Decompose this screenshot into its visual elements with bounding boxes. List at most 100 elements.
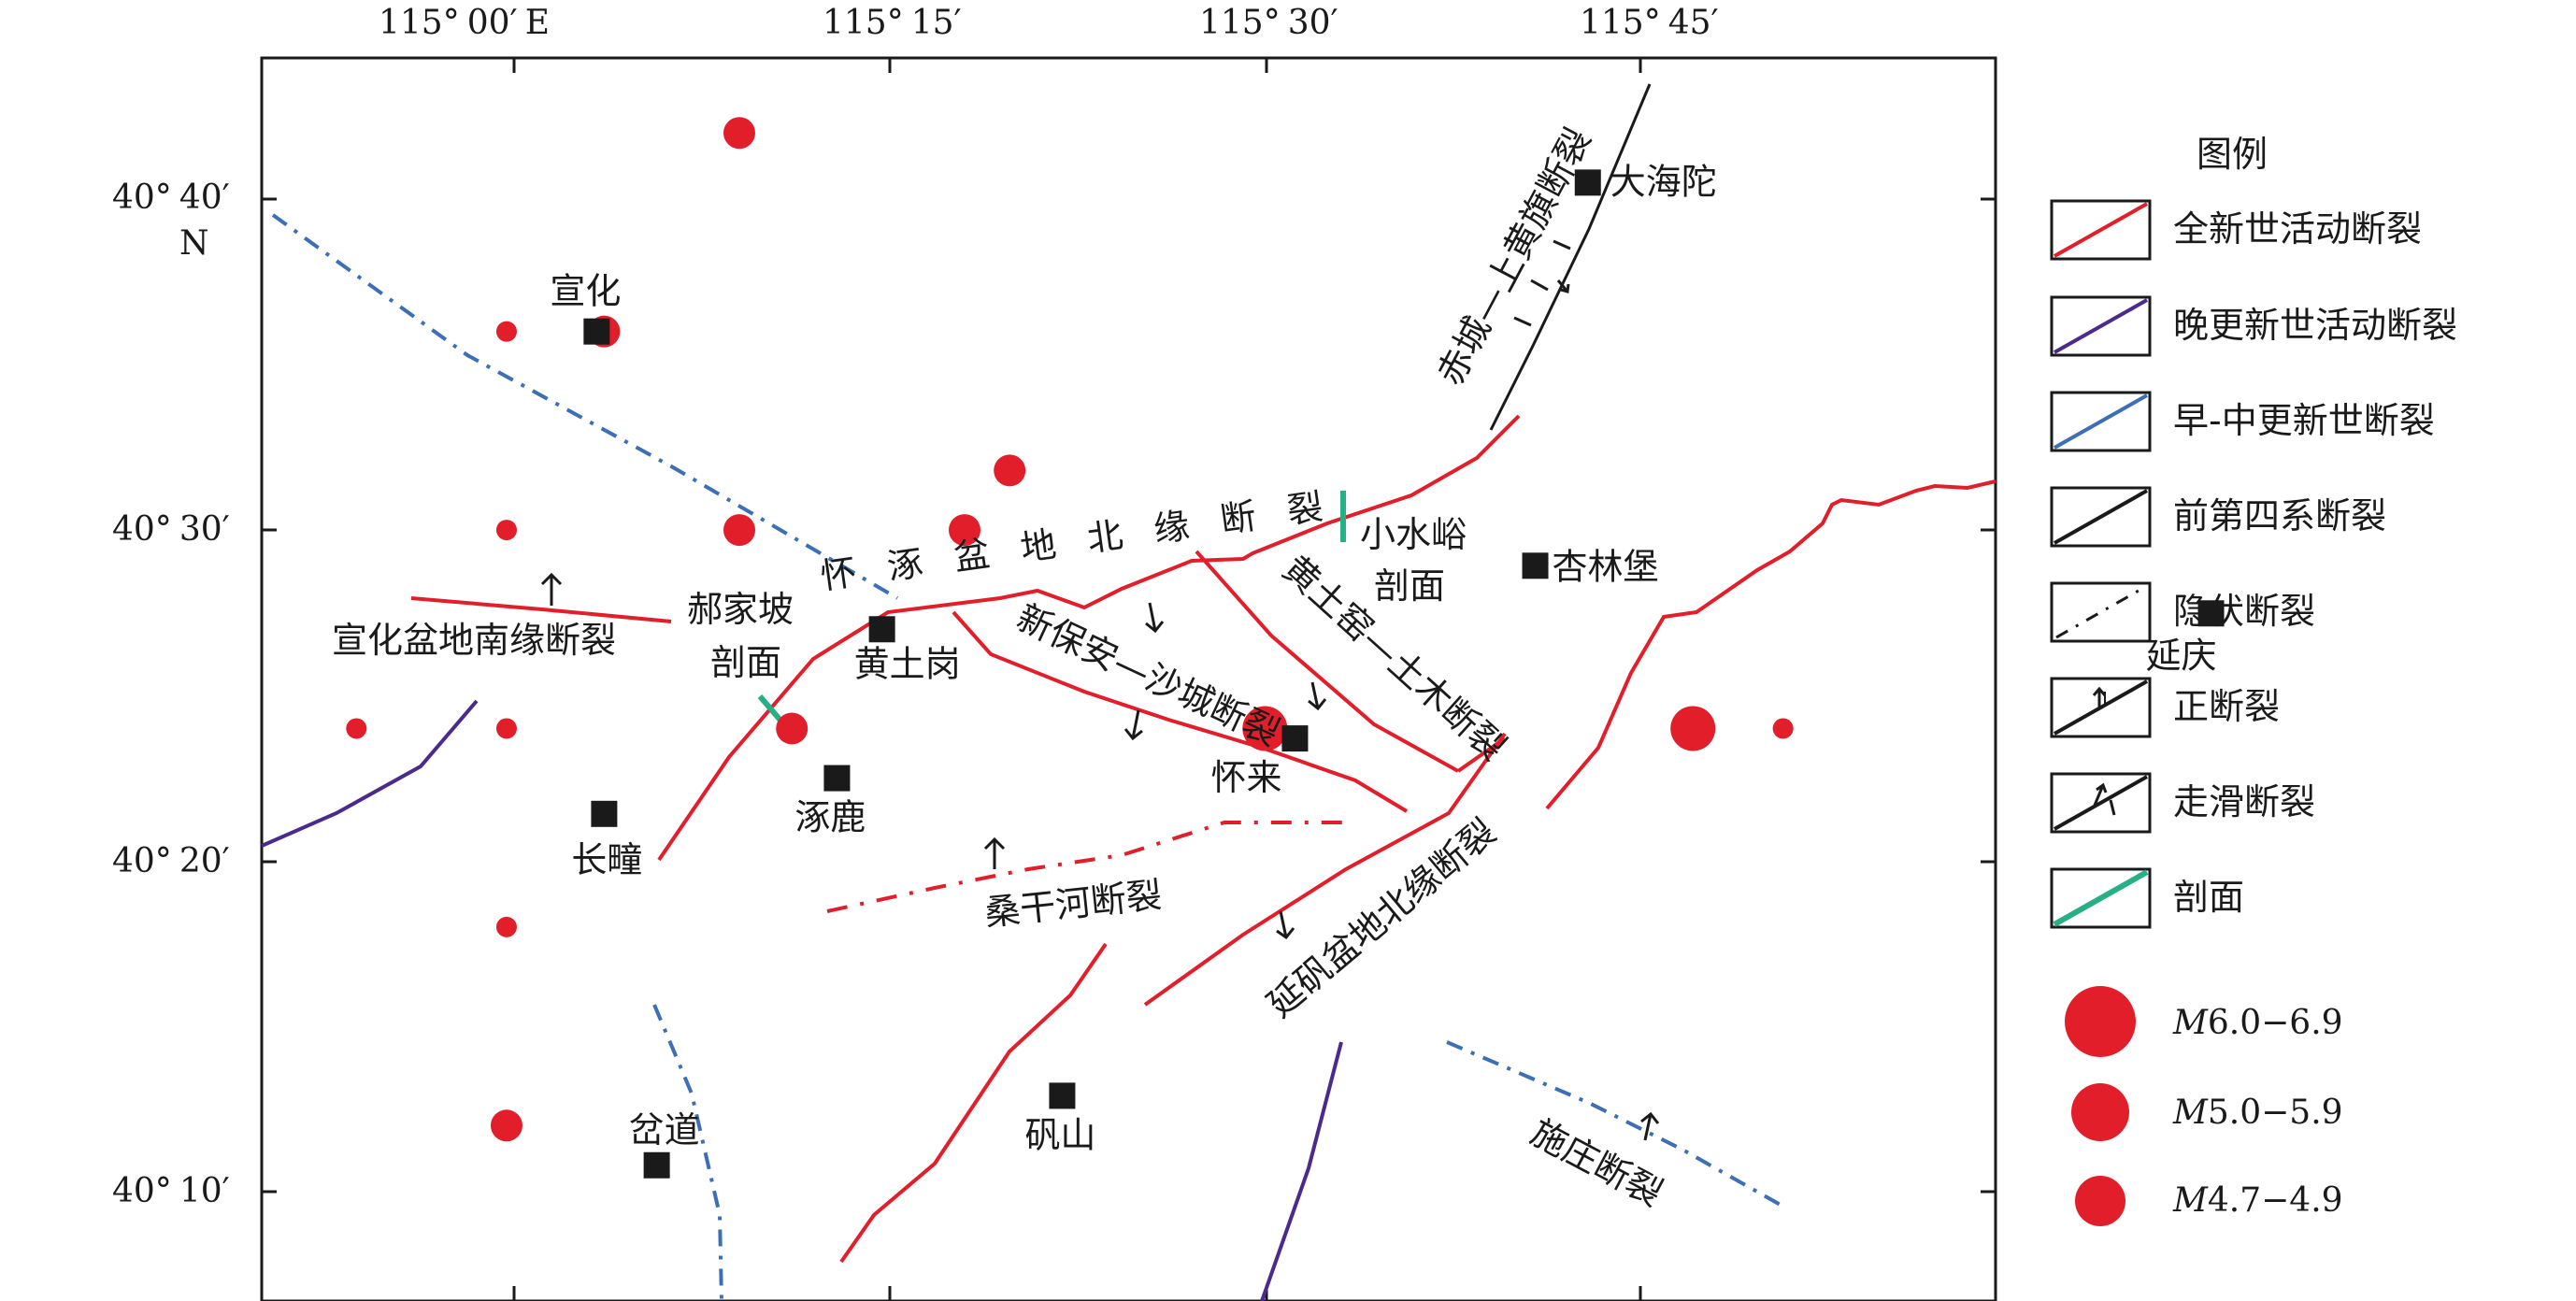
fault-blue-chadao: [652, 1004, 723, 1301]
concealed-faults: [826, 821, 1353, 913]
earthquake-marker: [949, 514, 980, 547]
earthquake-marker: [994, 454, 1026, 487]
late-pleistocene-faults: [261, 699, 1343, 1301]
fault-purple-west: [261, 699, 479, 848]
label-yanfan-fault: 延矾盆地北缘断裂: [1260, 811, 1504, 1025]
town-marker: [591, 800, 618, 827]
fault-motion-symbols: [540, 279, 1660, 1141]
town-label: 长疃: [571, 839, 642, 880]
svg-text:M5.0−5.9: M5.0−5.9: [2172, 1094, 2343, 1132]
lon-label-2: 115°15′: [823, 4, 962, 42]
legend-pre-quaternary: 前第四系断裂: [2050, 486, 2386, 548]
lat-label-2: 40°30′: [112, 510, 230, 549]
svg-text:剖面: 剖面: [2173, 877, 2244, 918]
earthquake-marker: [1772, 718, 1794, 739]
earthquake-marker: [776, 712, 809, 745]
legend-mag-6: M6.0−6.9: [2065, 986, 2343, 1057]
map-frame: [260, 56, 1997, 1301]
label-xinbaoan-fault: 新保安—沙城断裂: [1010, 596, 1285, 753]
profile-labels: 郝家坡 剖面 小水峪 剖面: [687, 514, 1467, 683]
lat-label-1: 40°40′: [112, 179, 230, 217]
town-label: 矾山: [1024, 1114, 1095, 1155]
lat-labels: 40°40′ N 40°30′ 40°20′ 40°10′: [112, 179, 230, 1210]
svg-text:早-中更新世断裂: 早-中更新世断裂: [2173, 400, 2435, 441]
town-marker: [643, 1151, 670, 1179]
town-marker: [1049, 1082, 1076, 1109]
lon-label-4: 115°45′: [1580, 4, 1719, 42]
legend-concealed: 隐伏断裂: [2050, 581, 2315, 643]
label-chicheng-fault: 赤城—上黄旗断裂: [1429, 122, 1599, 392]
lon-labels: 115°00′E 115°15′ 115°30′ 115°45′: [379, 4, 1719, 42]
earthquake-marker: [495, 916, 517, 937]
svg-text:全新世活动断裂: 全新世活动断裂: [2173, 208, 2422, 250]
fault-yanfan-north: [1143, 732, 1507, 1007]
fault-purple-south: [1260, 1041, 1343, 1301]
town-label: 怀来: [1210, 757, 1281, 798]
svg-text:M6.0−6.9: M6.0−6.9: [2172, 1004, 2343, 1042]
svg-text:走滑断裂: 走滑断裂: [2173, 781, 2315, 822]
label-xiaoshuiyu-1: 小水峪: [1360, 514, 1467, 555]
fault-blue-shizhuang: [1446, 1040, 1786, 1209]
earthquake-marker: [495, 321, 517, 342]
town-label: 杏林堡: [1553, 546, 1659, 587]
label-xuanhua-fault: 宣化盆地南缘断裂: [332, 620, 616, 661]
town-marker: [1574, 169, 1601, 196]
legend-normal: 正断裂: [2050, 677, 2280, 738]
earthquake-marker: [1242, 706, 1288, 751]
svg-text:正断裂: 正断裂: [2173, 686, 2280, 727]
legend-holocene: 全新世活动断裂: [2050, 199, 2422, 261]
lat-suffix: N: [179, 224, 209, 263]
svg-text:前第四系断裂: 前第四系断裂: [2173, 495, 2386, 536]
town-markers: 宣化大海陀杏林堡延庆黄土岗涿鹿长疃怀来岔道矾山: [550, 161, 2225, 1179]
earthquake-marker: [723, 514, 755, 547]
lon-label-1: 115°00′E: [379, 4, 550, 42]
svg-text:晚更新世活动断裂: 晚更新世活动断裂: [2173, 305, 2457, 346]
earthquake-marker: [495, 718, 517, 739]
label-huaizhuo-fault: 怀涿盆地北缘断裂: [818, 481, 1357, 597]
fault-xuanhua-south: [410, 596, 672, 623]
town-marker: [583, 318, 610, 345]
legend-profile: 剖面: [2050, 867, 2244, 929]
fault-labels: 宣化盆地南缘断裂 怀涿盆地北缘断裂 新保安—沙城断裂 黄土窑—土木断裂 赤城—上…: [332, 122, 1669, 1214]
fault-xinbaoan: [952, 610, 1409, 813]
town-marker: [2197, 600, 2225, 627]
svg-text:M4.7−4.9: M4.7−4.9: [2172, 1181, 2343, 1220]
town-marker: [868, 616, 895, 643]
fault-yanqing: [1545, 479, 1996, 810]
town-marker: [823, 765, 851, 792]
fault-blue-nw: [271, 213, 899, 600]
fault-chicheng: [1489, 83, 1652, 431]
town-marker: [1522, 552, 1549, 579]
fault-sanggan: [826, 821, 1353, 913]
pre-quaternary-faults: [1489, 83, 1652, 431]
earthquake-marker: [495, 520, 517, 541]
legend-early-pleistocene: 早-中更新世断裂: [2050, 391, 2435, 452]
legend-mag-5: M5.0−5.9: [2071, 1083, 2343, 1141]
legend-title: 图例: [2197, 134, 2268, 175]
legend-late-pleistocene: 晚更新世活动断裂: [2050, 295, 2457, 357]
town-label: 黄土岗: [854, 643, 961, 684]
town-label: 大海陀: [1610, 161, 1717, 202]
label-haojiapo-2: 剖面: [710, 642, 781, 683]
holocene-faults: [410, 414, 1996, 1264]
earthquake-marker: [346, 718, 367, 739]
label-sanggan-fault: 桑干河断裂: [982, 874, 1164, 934]
earthquake-marker: [1670, 706, 1716, 751]
legend: 图例 全新世活动断裂 晚更新世活动断裂 早-中更新世断裂 前第四系断裂 隐伏断裂: [2050, 134, 2457, 1226]
earthquake-marker: [723, 117, 755, 150]
town-label: 涿鹿: [794, 797, 866, 838]
legend-strike-slip: 走滑断裂: [2050, 772, 2315, 834]
ticks: [262, 58, 1996, 1301]
lat-label-3: 40°20′: [112, 842, 230, 880]
svg-text:隐伏断裂: 隐伏断裂: [2173, 591, 2315, 632]
fault-huaizhuo-north: [657, 414, 1521, 862]
earthquake-marker: [490, 1109, 522, 1142]
label-haojiapo-1: 郝家坡: [687, 589, 794, 630]
early-pleistocene-faults: [271, 213, 1786, 1301]
label-xiaoshuiyu-2: 剖面: [1374, 565, 1445, 607]
town-label: 宣化: [550, 271, 621, 312]
lon-label-3: 115°30′: [1199, 4, 1338, 42]
legend-mag-4: M4.7−4.9: [2075, 1176, 2343, 1226]
fault-south-red: [839, 942, 1108, 1264]
